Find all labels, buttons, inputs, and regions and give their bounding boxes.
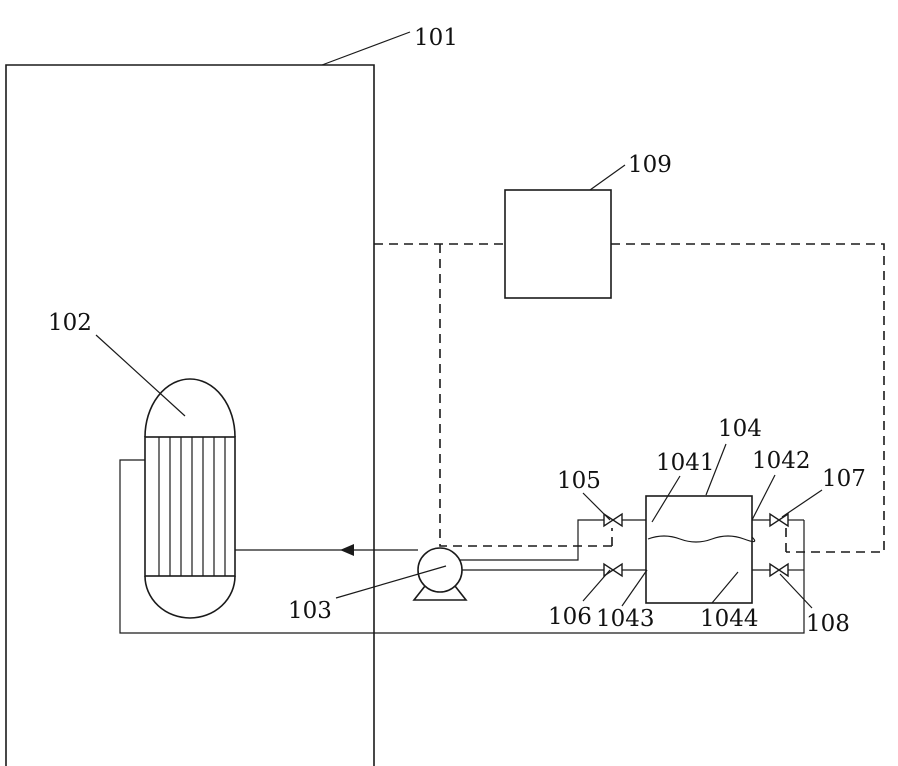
valve-107 [770, 514, 788, 526]
cabinet-101 [6, 65, 374, 766]
label-1041: 1041 [656, 450, 715, 476]
pump-103 [414, 548, 466, 600]
label-101: 101 [414, 25, 458, 51]
label-107: 107 [822, 466, 866, 492]
label-1043: 1043 [596, 606, 655, 632]
controller-109 [505, 190, 611, 298]
valve-108 [770, 564, 788, 576]
valve-105 [604, 514, 622, 526]
label-104: 104 [718, 416, 762, 442]
label-109: 109 [628, 152, 672, 178]
heat-exchanger-102 [145, 379, 235, 618]
tank-104 [646, 496, 755, 603]
label-106: 106 [548, 604, 592, 630]
label-1042: 1042 [752, 448, 811, 474]
label-1044: 1044 [700, 606, 759, 632]
label-103: 103 [288, 598, 332, 624]
label-105: 105 [557, 468, 601, 494]
leader-lines [96, 32, 822, 608]
label-102: 102 [48, 310, 92, 336]
signal-lines [374, 244, 884, 552]
label-108: 108 [806, 611, 850, 637]
